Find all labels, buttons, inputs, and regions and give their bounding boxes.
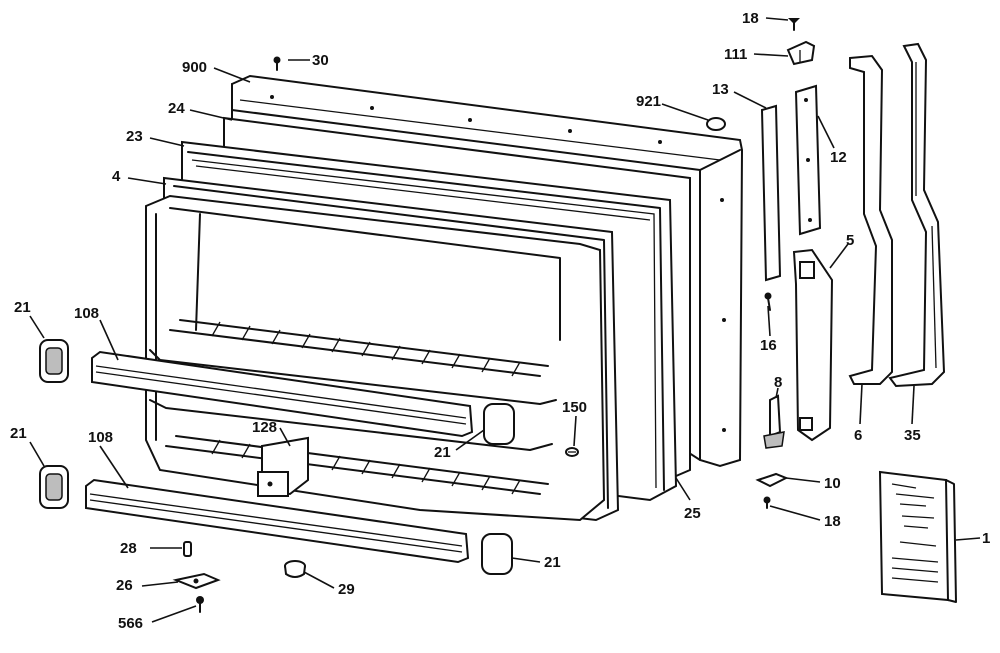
hinge-cap-111 bbox=[786, 40, 816, 66]
callout-28: 28 bbox=[120, 540, 137, 557]
screw-18-top bbox=[788, 18, 800, 31]
shelf-bar-lower bbox=[85, 478, 470, 564]
door-handle-35 bbox=[888, 42, 946, 388]
callout-18-top: 18 bbox=[742, 10, 759, 27]
callout-21-lower-left: 21 bbox=[10, 425, 27, 442]
pin-28 bbox=[183, 541, 192, 557]
callout-23: 23 bbox=[126, 128, 143, 145]
plug-921 bbox=[706, 117, 726, 131]
end-cap-upper-left bbox=[39, 339, 69, 383]
cover-8 bbox=[763, 394, 785, 449]
callout-21-middle: 21 bbox=[434, 444, 451, 461]
end-cap-upper-right bbox=[483, 403, 515, 445]
callout-566: 566 bbox=[118, 615, 143, 632]
callout-24: 24 bbox=[168, 100, 185, 117]
screw-150 bbox=[565, 447, 579, 457]
callout-921: 921 bbox=[636, 93, 661, 110]
callout-12: 12 bbox=[830, 149, 847, 166]
callout-35: 35 bbox=[904, 427, 921, 444]
callout-26: 26 bbox=[116, 577, 133, 594]
callout-1: 1 bbox=[982, 530, 990, 547]
shelf-divider bbox=[257, 436, 309, 497]
handle-strip-13 bbox=[760, 104, 782, 282]
handle-bracket-12 bbox=[794, 84, 822, 236]
callout-16: 16 bbox=[760, 337, 777, 354]
callout-18-bottom: 18 bbox=[824, 513, 841, 530]
callout-111: 111 bbox=[724, 46, 747, 63]
callout-4: 4 bbox=[112, 168, 121, 185]
callout-900: 900 bbox=[182, 59, 207, 76]
callout-8: 8 bbox=[774, 374, 782, 391]
literature-booklet bbox=[878, 470, 957, 603]
end-cap-lower-right bbox=[481, 533, 513, 575]
callout-108-upper: 108 bbox=[74, 305, 99, 322]
callout-21-upper-left: 21 bbox=[14, 299, 31, 316]
screw-18-bottom bbox=[763, 496, 771, 509]
callout-10: 10 bbox=[824, 475, 841, 492]
screw-566 bbox=[196, 596, 204, 613]
handle-end-5 bbox=[792, 248, 834, 442]
screw-16 bbox=[764, 292, 772, 311]
screw-30 bbox=[273, 56, 281, 71]
callout-128: 128 bbox=[252, 419, 277, 436]
end-cap-lower-left bbox=[39, 465, 69, 509]
callout-21-lower-right: 21 bbox=[544, 554, 561, 571]
bumper-29 bbox=[284, 560, 306, 578]
callout-108-lower: 108 bbox=[88, 429, 113, 446]
hinge-plate-26 bbox=[172, 572, 221, 590]
callout-13: 13 bbox=[712, 81, 729, 98]
inner-door-liner bbox=[145, 194, 606, 522]
door-handle-6 bbox=[848, 54, 893, 385]
callout-5: 5 bbox=[846, 232, 854, 249]
clip-10 bbox=[755, 472, 789, 488]
callout-6: 6 bbox=[854, 427, 862, 444]
shelf-bar-upper bbox=[91, 350, 474, 438]
callout-30: 30 bbox=[312, 52, 329, 69]
callout-25: 25 bbox=[684, 505, 701, 522]
callout-labels: 900 30 24 23 4 21 108 21 108 128 21 150 … bbox=[10, 10, 990, 632]
callout-150: 150 bbox=[562, 399, 587, 416]
callout-29: 29 bbox=[338, 581, 355, 598]
leader-lines bbox=[29, 17, 981, 623]
